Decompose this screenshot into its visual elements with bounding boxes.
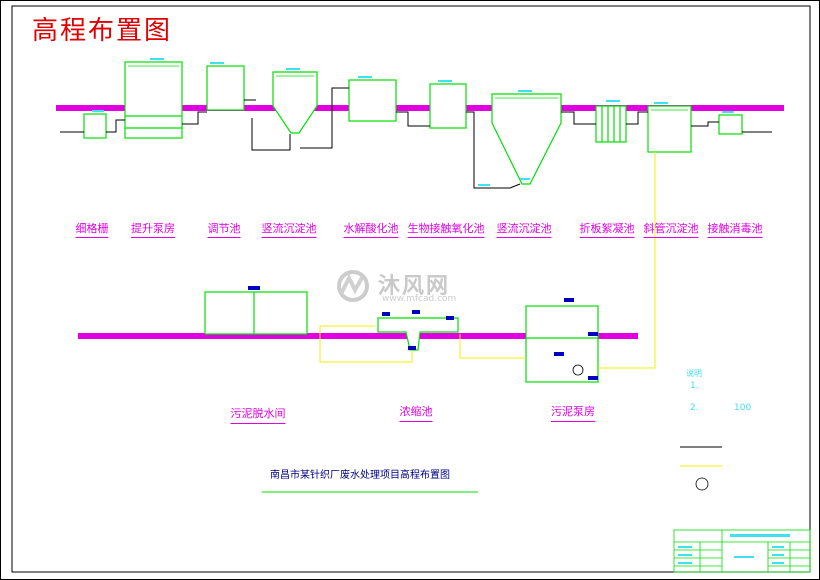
label-equalization-tank: 调节池	[207, 220, 241, 238]
folded-plate-flocculation-tank	[595, 105, 627, 143]
sludge-dewatering-room	[204, 291, 308, 335]
note-number: 100	[734, 403, 752, 413]
label-vertical-sedimentation-2: 竖流沉淀池	[496, 220, 552, 238]
label-folded-plate-flocculation: 折板絮凝池	[579, 220, 635, 238]
vertical-sedimentation-tank-1	[272, 71, 318, 134]
label-inclined-tube-sedimentation: 斜管沉淀池	[643, 220, 699, 238]
title-block	[673, 529, 811, 573]
label-fine-screen: 细格栅	[75, 220, 109, 238]
contact-disinfection-tank	[718, 114, 743, 135]
label-thickening-tank: 浓缩池	[399, 403, 433, 422]
note-item-2: 2.	[690, 403, 699, 413]
vertical-sedimentation-tank-2	[491, 93, 562, 185]
equalization-tank	[206, 65, 245, 111]
project-title: 南昌市某针织厂废水处理项目高程布置图	[270, 470, 450, 481]
inclined-tube-sedimentation-tank	[647, 105, 692, 153]
drawing-inner-frame	[11, 5, 811, 573]
watermark-logo	[337, 270, 369, 302]
bio-contact-oxidation-tank	[429, 83, 467, 129]
thickening-tank	[377, 317, 459, 351]
pump-symbol	[572, 364, 584, 376]
watermark-text: 沐风网	[378, 274, 451, 299]
label-sludge-dewatering: 污泥脱水间	[230, 405, 286, 424]
lift-pump-house	[124, 61, 183, 139]
note-item-1: 1.	[690, 381, 699, 391]
fine-screen-tank	[83, 113, 107, 139]
notes-heading: 说明	[686, 369, 702, 378]
label-hydrolysis-acidification: 水解酸化池	[343, 220, 399, 238]
label-lift-pump-house: 提升泵房	[131, 220, 175, 238]
label-contact-disinfection: 接触消毒池	[707, 220, 763, 238]
page-title: 高程布置图	[32, 16, 173, 46]
hydrolysis-acidification-tank	[348, 79, 397, 122]
legend-pump-symbol	[695, 477, 709, 491]
watermark-url: www.mfcad.com	[382, 294, 457, 304]
label-bio-contact-oxidation: 生物接触氧化池	[407, 220, 485, 238]
label-vertical-sedimentation-1: 竖流沉淀池	[261, 220, 317, 238]
sludge-pump-house	[525, 305, 599, 383]
ground-line-lower	[78, 333, 638, 339]
ground-line-upper	[56, 105, 784, 111]
label-sludge-pump-house: 污泥泵房	[551, 403, 595, 422]
